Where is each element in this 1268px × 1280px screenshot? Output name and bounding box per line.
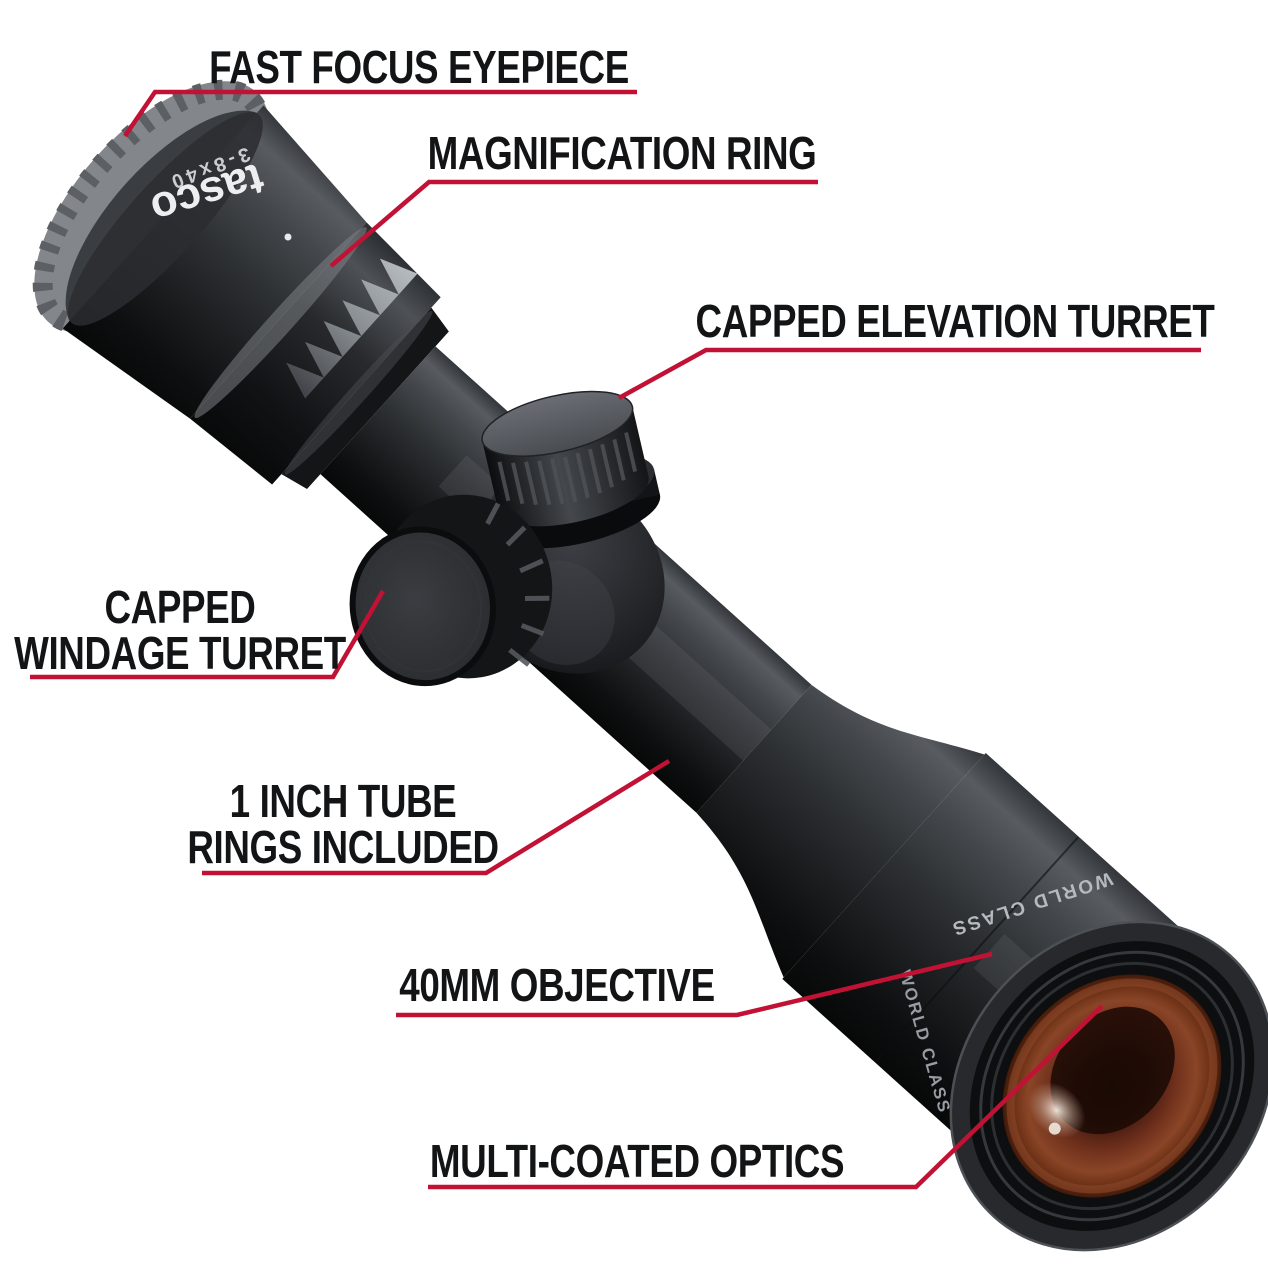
callout-label-line1: CAPPED — [104, 581, 256, 633]
lock-ring — [281, 307, 449, 490]
magnification-ring-teeth — [286, 258, 418, 399]
callout-magnification-ring: MAGNIFICATION RING — [428, 130, 817, 176]
callout-label: CAPPED ELEVATION TURRET — [695, 295, 1215, 347]
windage-turret — [349, 494, 553, 687]
leader-multi-coated-optics — [428, 1004, 1104, 1190]
elevation-cap-top — [481, 390, 634, 457]
leader-objective-40mm — [396, 951, 993, 1018]
leader-capped-windage-turret — [30, 589, 385, 680]
ocular-housing — [62, 105, 367, 419]
magnification-index-dot — [284, 233, 292, 241]
callout-tube-rings-included: 1 INCH TUBE RINGS INCLUDED — [187, 775, 499, 873]
leader-lines — [30, 89, 1201, 1190]
callout-label: MULTI-COATED OPTICS — [429, 1135, 845, 1187]
objective-lens — [949, 920, 1268, 1252]
callout-objective-40mm: 40MM OBJECTIVE — [399, 959, 715, 1011]
magnification-ring — [190, 222, 441, 485]
leader-fast-focus-eyepiece — [123, 89, 637, 138]
windage-cap-face — [349, 526, 497, 687]
leader-tube-rings-included — [202, 759, 671, 876]
callout-multi-coated-optics: MULTI-COATED OPTICS — [429, 1135, 845, 1187]
callout-label: FAST FOCUS EYEPIECE — [209, 41, 629, 93]
lens-glint — [1027, 1082, 1086, 1139]
callout-capped-windage-turret: CAPPED WINDAGE TURRET — [14, 584, 346, 676]
windage-cap-knurl — [485, 502, 550, 667]
callout-fast-focus-eyepiece: FAST FOCUS EYEPIECE — [209, 44, 629, 90]
callout-label: MAGNIFICATION RING — [427, 127, 817, 179]
callout-label-line2: RINGS INCLUDED — [187, 821, 499, 873]
callout-label-line2: WINDAGE TURRET — [14, 627, 346, 679]
leader-magnification-ring — [329, 179, 818, 268]
callout-label-line1: 1 INCH TUBE — [229, 775, 457, 827]
callout-label: 40MM OBJECTIVE — [399, 959, 715, 1011]
callout-capped-elevation-turret: CAPPED ELEVATION TURRET — [696, 298, 1215, 344]
elevation-turret — [481, 390, 661, 549]
elevation-cap-knurl — [497, 432, 638, 506]
leader-capped-elevation-turret — [617, 347, 1201, 400]
objective-taper — [696, 684, 985, 978]
